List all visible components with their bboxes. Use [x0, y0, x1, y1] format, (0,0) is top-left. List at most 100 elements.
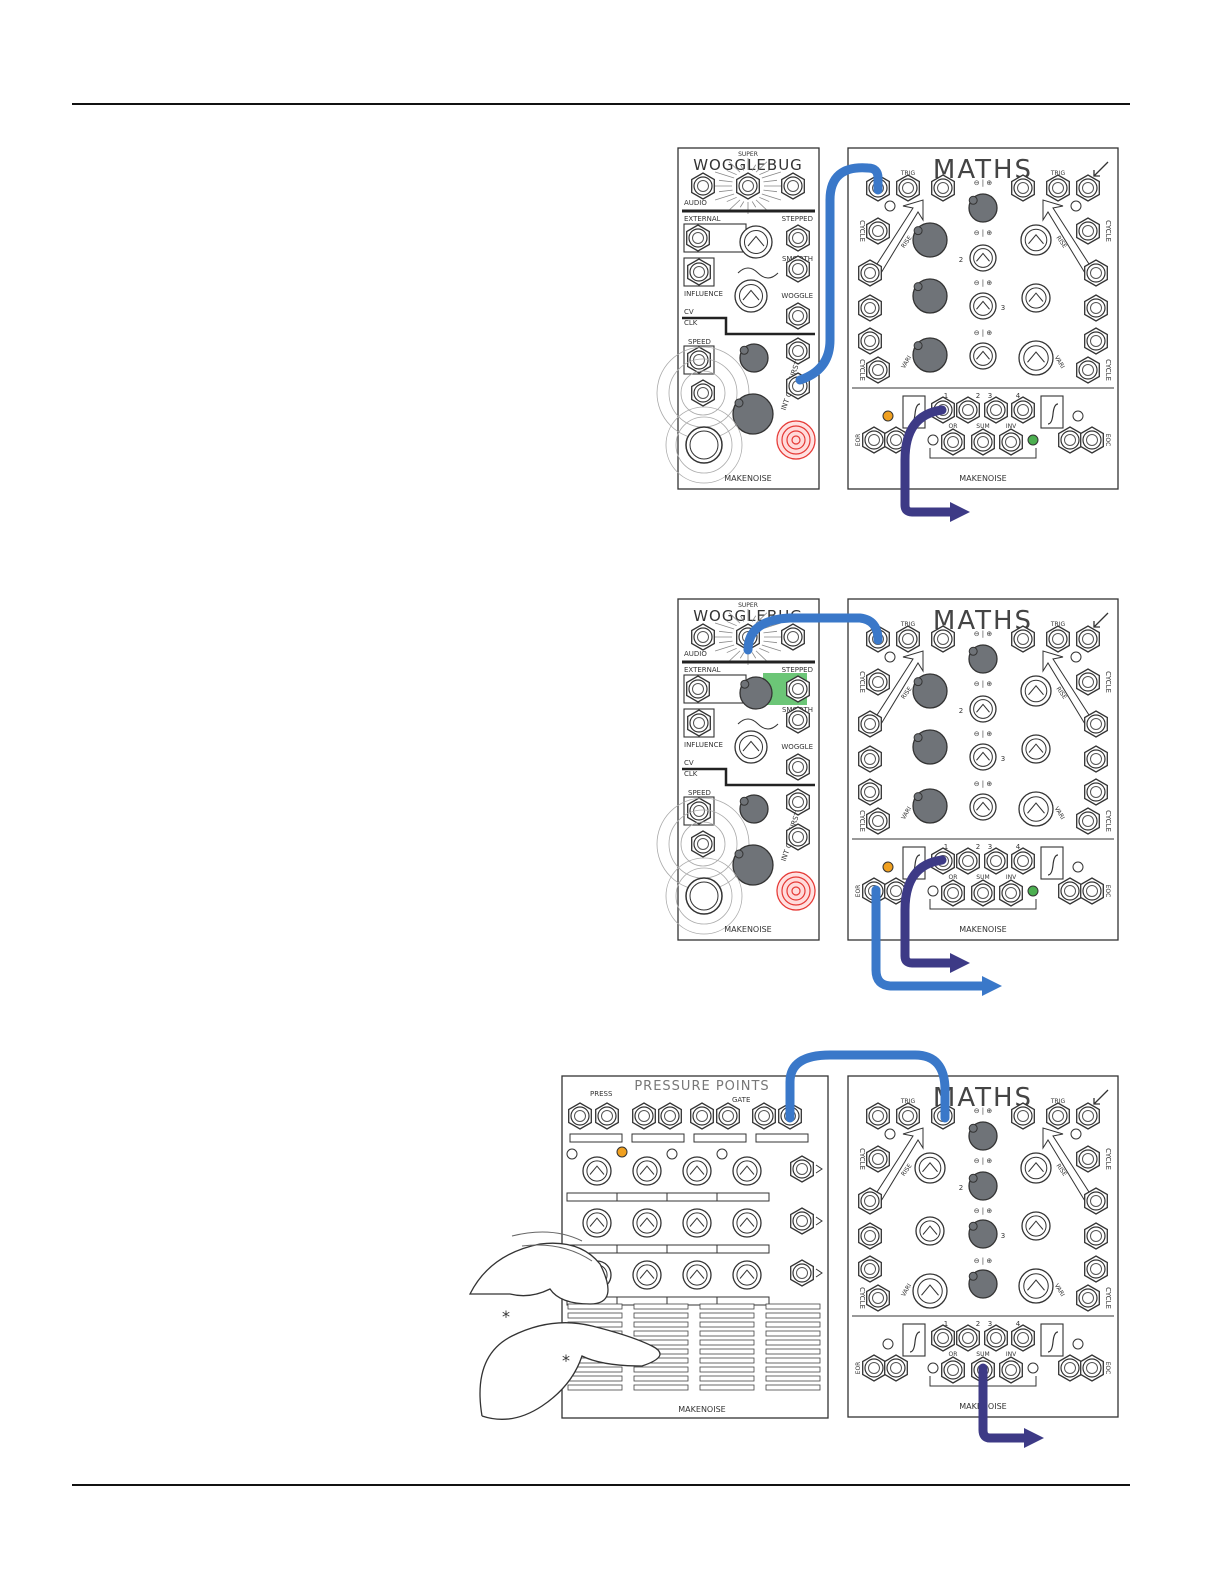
label-strip — [694, 1134, 746, 1142]
attenuverter-scale: ⊖ | ⊕ — [974, 179, 993, 187]
touch-plate-line — [700, 1340, 754, 1345]
jack-ch1-cycle-bottom — [867, 1285, 890, 1311]
attenuverter-scale: ⊖ | ⊕ — [974, 329, 993, 337]
knob-atten-2 — [970, 245, 996, 271]
jack-eoc — [1081, 878, 1104, 904]
touch-plate-line — [700, 1322, 754, 1327]
cable-arrowhead — [982, 976, 1002, 996]
knob-ch1-vari — [913, 338, 947, 372]
touch-mark: * — [562, 1351, 570, 1370]
led-indicator — [1073, 862, 1083, 872]
touch-plate-line — [700, 1304, 754, 1309]
jack-burst — [787, 338, 810, 364]
knob-ch4-vari — [1019, 341, 1053, 375]
touch-plate-line — [766, 1304, 820, 1309]
knob-ch1-fall — [913, 279, 947, 313]
knob-ch4-rise — [1021, 225, 1051, 255]
jack-ch4-both — [1085, 295, 1108, 321]
touch-plate-line — [766, 1322, 820, 1327]
jack-inv — [1000, 429, 1023, 455]
touch-plate-line — [700, 1376, 754, 1381]
touch-plate-line — [634, 1313, 688, 1318]
label-maths-ch-3: 3 — [988, 392, 992, 400]
cable-arrowhead — [1024, 1428, 1044, 1448]
knob-atten-3 — [969, 1220, 997, 1248]
jack-ch1-cycle — [867, 669, 890, 695]
jack-unity-4 — [1059, 1355, 1082, 1381]
jack-ch4-trig — [1047, 1103, 1070, 1129]
jack-ch1-both — [859, 295, 882, 321]
led-indicator — [1028, 435, 1038, 445]
knob-woggle — [735, 280, 767, 312]
label-maths-ch-3: 3 — [1001, 755, 1005, 763]
jack-var-out-3 — [985, 1325, 1008, 1351]
jack-ch2-in — [932, 175, 955, 201]
label-brand: MAKENOISE — [678, 1405, 725, 1414]
knob-ch1-rise — [913, 223, 947, 257]
jack-external — [687, 225, 710, 251]
label-strip — [570, 1134, 622, 1142]
knob-ch4-rise — [1021, 676, 1051, 706]
knob-stage-0-1 — [633, 1157, 661, 1185]
label-maths-ch-3: 3 — [988, 1320, 992, 1328]
attenuverter-scale: ⊖ | ⊕ — [974, 730, 993, 738]
touch-plate-line — [766, 1385, 820, 1390]
knob-ch4-vari — [1019, 792, 1053, 826]
jack-smooth — [787, 256, 810, 282]
jack-audio-left — [692, 173, 715, 199]
jack-ch4-fall-cv — [1085, 328, 1108, 354]
int-clk-led-highlight — [776, 420, 816, 460]
led-indicator — [1073, 411, 1083, 421]
touch-plate-line — [766, 1376, 820, 1381]
integral-symbol-box — [1041, 1324, 1063, 1356]
knob-speed — [740, 344, 768, 372]
attenuverter-scale: ⊖ | ⊕ — [974, 229, 993, 237]
touch-plate-line — [766, 1358, 820, 1363]
jack-ch3-in — [1012, 1103, 1035, 1129]
touch-plate-line — [766, 1331, 820, 1336]
label-wiggler-clk: CLK — [684, 770, 698, 778]
jack-audio-right — [782, 624, 805, 650]
touch-plate-line — [700, 1358, 754, 1363]
led-indicator — [1028, 886, 1038, 896]
jack-top-3 — [659, 1103, 682, 1129]
led-indicator — [883, 1339, 893, 1349]
jack-var-out-3 — [985, 397, 1008, 423]
jack-eor — [863, 427, 886, 453]
led-indicator — [1071, 652, 1081, 662]
label-maths-trig: TRIG — [1050, 621, 1066, 628]
knob-atten-4 — [970, 343, 996, 369]
label-maths-trig: TRIG — [900, 621, 916, 628]
jack-row-out-2 — [791, 1260, 814, 1286]
jack-ch4-fall-cv — [1085, 779, 1108, 805]
knob-ch1-fall — [916, 1217, 944, 1245]
label-wiggler-speed: SPEED — [688, 789, 711, 797]
label-maths-cycle: CYCLE — [858, 220, 866, 242]
jack-eoc — [1081, 1355, 1104, 1381]
label-maths-ch-2: 2 — [959, 256, 963, 264]
label-wiggler-woggle: WOGGLE — [781, 743, 813, 751]
label-wiggler-cv: CV — [684, 308, 694, 316]
label-brand: MAKENOISE — [724, 925, 771, 934]
maths-module: MATHSTRIGTRIGCYCLECYCLERISERISE⊖ | ⊕⊖ | … — [848, 599, 1118, 940]
label-maths-eoc: EOC — [1104, 885, 1111, 898]
jack-ch1-fall-cv — [859, 328, 882, 354]
touch-plate-line — [700, 1331, 754, 1336]
knob-rate — [740, 226, 772, 258]
jack-top-5 — [717, 1103, 740, 1129]
label-maths-cycle: CYCLE — [858, 810, 866, 832]
led-indicator — [885, 201, 895, 211]
jack-ch3-in — [1012, 175, 1035, 201]
label-strip — [617, 1193, 669, 1201]
knob-atten-1 — [969, 645, 997, 673]
led-indicator — [1073, 1339, 1083, 1349]
wogglebug-module: SUPERWOGGLEBUGAUDIOEXTERNALSTEPPEDSMOOTH… — [657, 148, 819, 489]
label-maths-cycle: CYCLE — [1104, 220, 1112, 242]
jack-sum — [972, 429, 995, 455]
jack-ch1-both — [859, 1223, 882, 1249]
knob-ch4-vari — [1019, 1269, 1053, 1303]
jack-top-1 — [596, 1103, 619, 1129]
attenuverter-scale: ⊖ | ⊕ — [974, 1207, 993, 1215]
led-indicator — [617, 1147, 627, 1157]
knob-ch4-rise — [1021, 1153, 1051, 1183]
